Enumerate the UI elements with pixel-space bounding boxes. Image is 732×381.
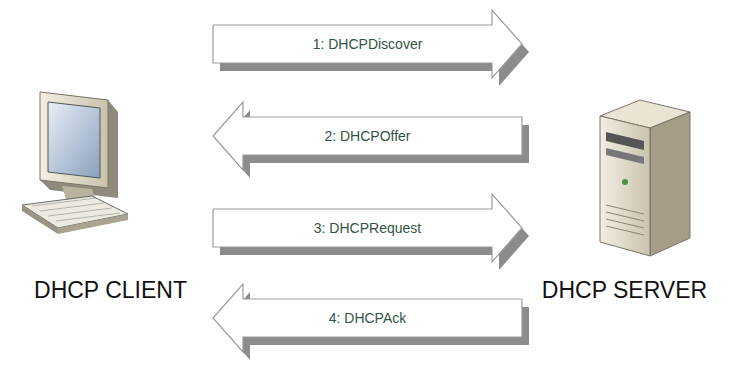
host-label: DHCP SERVER <box>522 277 727 304</box>
message-arrow <box>213 194 522 262</box>
message-label: 4: DHCPAck <box>327 310 409 326</box>
computer-icon <box>22 92 128 234</box>
message-arrow <box>213 284 522 352</box>
message-arrow-group <box>213 10 529 86</box>
message-arrow-group <box>213 194 529 270</box>
message-arrow-group <box>213 102 529 178</box>
message-arrow <box>213 102 522 170</box>
message-label: 3: DHCPRequest <box>312 220 423 236</box>
host-node: DHCP SERVER <box>522 92 727 304</box>
server-icon <box>600 100 690 256</box>
host-label: DHCP CLIENT <box>8 277 213 304</box>
message-label: 2: DHCPOffer <box>322 128 412 144</box>
message-arrow-group <box>213 284 529 360</box>
message-label: 1: DHCPDiscover <box>311 36 425 52</box>
host-node: DHCP CLIENT <box>8 84 213 304</box>
message-arrow <box>213 10 522 78</box>
